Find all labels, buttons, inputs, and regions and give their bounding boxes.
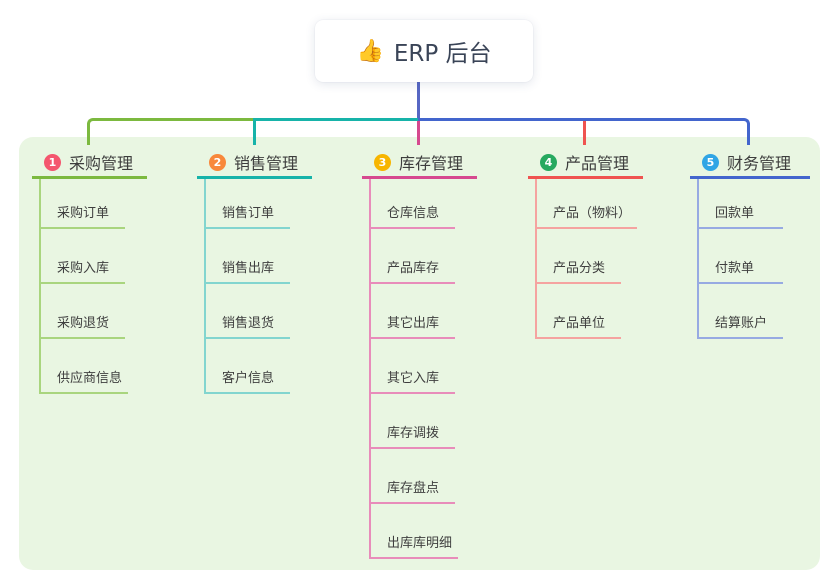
branch-finance-header[interactable]: 5 财务管理 — [690, 148, 810, 179]
node-customer-info[interactable]: 客户信息 — [206, 339, 290, 394]
root-stem-line — [417, 82, 420, 120]
node-product-stock[interactable]: 产品库存 — [371, 229, 455, 284]
node-sales-outbound[interactable]: 销售出库 — [206, 229, 290, 284]
node-purchase-order[interactable]: 采购订单 — [41, 179, 125, 229]
connector-branch-sales — [253, 118, 418, 145]
node-product-material[interactable]: 产品（物料） — [537, 179, 638, 229]
branch-product-children: 产品（物料） 产品分类 产品单位 — [535, 179, 638, 339]
node-sales-order[interactable]: 销售订单 — [206, 179, 290, 229]
branch-inventory-header[interactable]: 3 库存管理 — [362, 148, 477, 179]
branch-number-badge: 5 — [702, 153, 719, 171]
branch-label: 采购管理 — [69, 154, 134, 173]
branch-product-header[interactable]: 4 产品管理 — [528, 148, 643, 179]
branch-finance: 5 财务管理 回款单 付款单 结算账户 — [690, 148, 810, 339]
node-receipt-bill[interactable]: 回款单 — [699, 179, 783, 229]
branch-number-badge: 3 — [374, 153, 391, 171]
connector-branch-inventory — [417, 121, 420, 145]
thumbs-up-icon: 👍 — [356, 38, 384, 64]
branch-product: 4 产品管理 产品（物料） 产品分类 产品单位 — [528, 148, 643, 339]
branch-purchase: 1 采购管理 采购订单 采购入库 采购退货 供应商信息 — [32, 148, 147, 394]
branch-sales: 2 销售管理 销售订单 销售出库 销售退货 客户信息 — [197, 148, 312, 394]
node-product-unit[interactable]: 产品单位 — [537, 284, 621, 339]
node-stock-transfer[interactable]: 库存调拨 — [371, 394, 455, 449]
branch-sales-header[interactable]: 2 销售管理 — [197, 148, 312, 179]
mindmap-panel — [19, 137, 820, 570]
node-other-inbound[interactable]: 其它入库 — [371, 339, 455, 394]
node-outbound-detail[interactable]: 出库库明细 — [371, 504, 459, 559]
branch-number-badge: 1 — [44, 153, 61, 171]
branch-finance-children: 回款单 付款单 结算账户 — [697, 179, 783, 339]
connector-branch-product — [583, 121, 586, 145]
branch-number-badge: 4 — [540, 153, 557, 171]
root-node-title: ERP 后台 — [393, 41, 492, 67]
node-stock-take[interactable]: 库存盘点 — [371, 449, 455, 504]
branch-sales-children: 销售订单 销售出库 销售退货 客户信息 — [204, 179, 290, 394]
node-payment-bill[interactable]: 付款单 — [699, 229, 783, 284]
node-purchase-inbound[interactable]: 采购入库 — [41, 229, 125, 284]
branch-label: 产品管理 — [565, 154, 630, 173]
node-settlement-account[interactable]: 结算账户 — [699, 284, 783, 339]
branch-inventory: 3 库存管理 仓库信息 产品库存 其它出库 其它入库 库存调拨 库存盘点 出库库… — [362, 148, 477, 559]
node-warehouse-info[interactable]: 仓库信息 — [371, 179, 455, 229]
branch-inventory-children: 仓库信息 产品库存 其它出库 其它入库 库存调拨 库存盘点 出库库明细 — [369, 179, 459, 559]
connector-branch-purchase — [87, 118, 253, 145]
branch-label: 财务管理 — [727, 154, 792, 173]
node-other-outbound[interactable]: 其它出库 — [371, 284, 455, 339]
branch-label: 库存管理 — [399, 154, 464, 173]
branch-purchase-header[interactable]: 1 采购管理 — [32, 148, 147, 179]
branch-number-badge: 2 — [209, 153, 226, 171]
root-node[interactable]: 👍 ERP 后台 — [315, 20, 533, 82]
connector-branch-finance — [418, 118, 750, 145]
branch-label: 销售管理 — [234, 154, 299, 173]
node-purchase-return[interactable]: 采购退货 — [41, 284, 125, 339]
node-supplier-info[interactable]: 供应商信息 — [41, 339, 129, 394]
node-sales-return[interactable]: 销售退货 — [206, 284, 290, 339]
node-product-category[interactable]: 产品分类 — [537, 229, 621, 284]
branch-purchase-children: 采购订单 采购入库 采购退货 供应商信息 — [39, 179, 129, 394]
